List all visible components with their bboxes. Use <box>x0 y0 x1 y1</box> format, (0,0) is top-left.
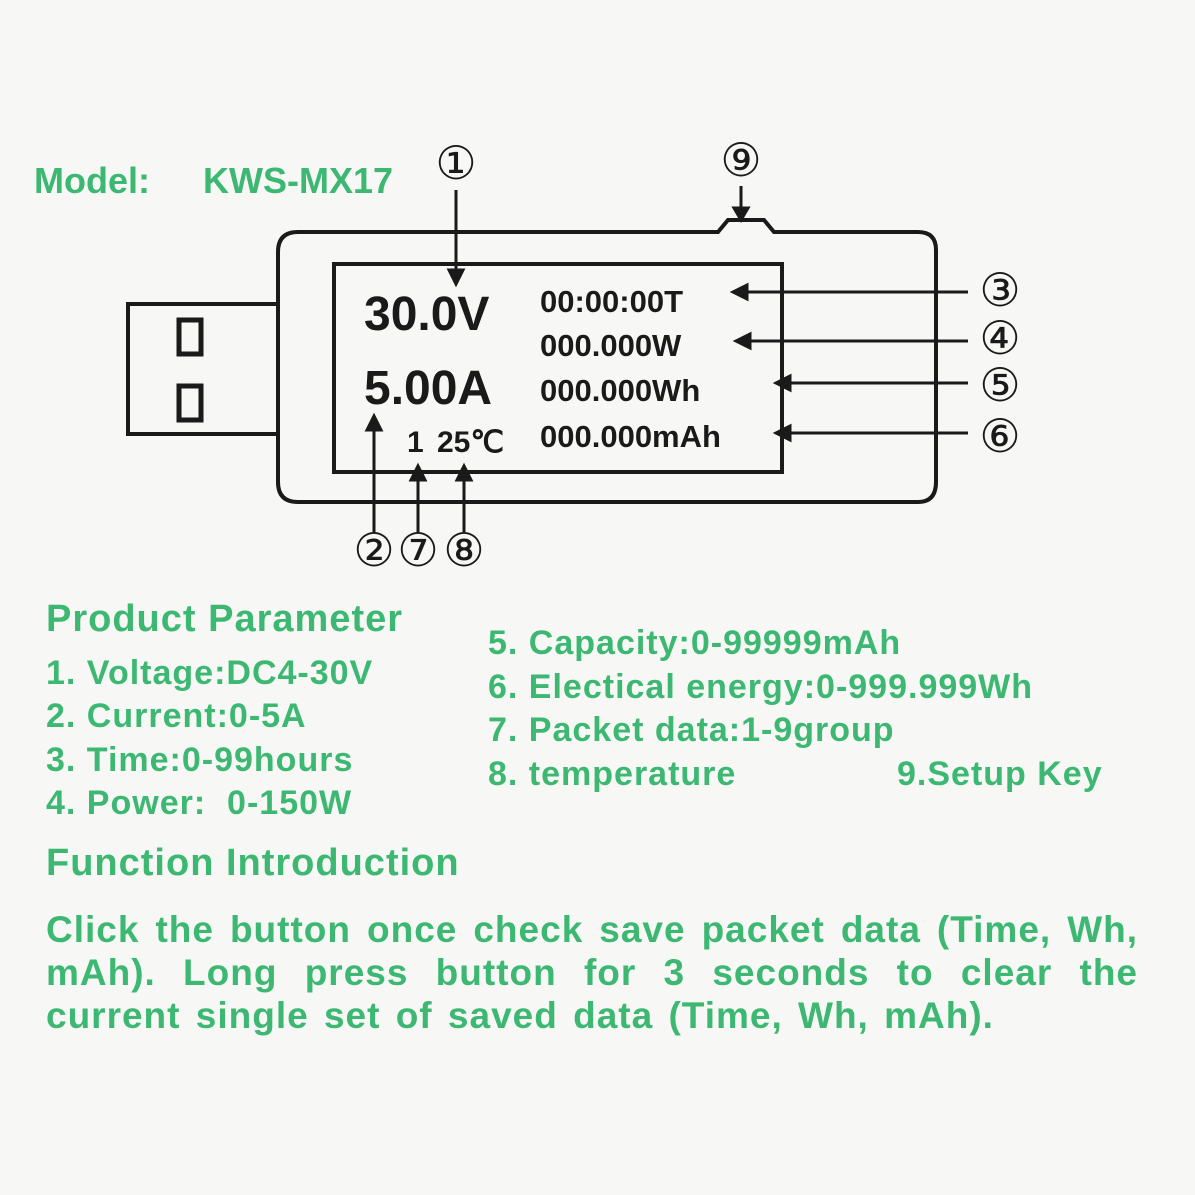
callout-3: ③ <box>979 263 1020 317</box>
param-setup-key: 9.Setup Key <box>897 755 1103 793</box>
device-body <box>276 218 938 504</box>
callout-1: ① <box>435 136 476 190</box>
param-packet-data: 7. Packet data:1-9group <box>488 711 895 749</box>
usb-plug <box>126 302 280 436</box>
param-temperature: 8. temperature <box>488 755 737 793</box>
time-reading: 00:00:00T <box>540 284 683 319</box>
callout-6: ⑥ <box>979 409 1020 463</box>
callout-8: ⑧ <box>443 523 484 577</box>
params-heading: Product Parameter <box>46 598 404 640</box>
callout-5: ⑤ <box>979 358 1020 412</box>
param-current: 2. Current:0-5A <box>46 697 307 735</box>
param-time: 3. Time:0-99hours <box>46 741 354 779</box>
callout-2: ② <box>353 523 394 577</box>
param-voltage: 1. Voltage:DC4-30V <box>46 654 374 692</box>
current-reading: 5.00A <box>364 362 492 415</box>
group-reading: 1 <box>407 426 424 459</box>
param-capacity: 5. Capacity:0-99999mAh <box>488 624 902 662</box>
energy-reading: 000.000Wh <box>540 373 700 408</box>
param-power: 4. Power: 0-150W <box>46 784 353 822</box>
callout-7: ⑦ <box>397 523 438 577</box>
function-heading: Function Introduction <box>46 842 460 884</box>
temperature-reading: 25℃ <box>437 426 504 459</box>
voltage-reading: 30.0V <box>364 288 489 341</box>
param-energy: 6. Electical energy:0-999.999Wh <box>488 668 1034 706</box>
lcd-screen <box>332 262 784 474</box>
power-reading: 000.000W <box>540 328 682 363</box>
capacity-reading: 000.000mAh <box>540 419 721 454</box>
function-description: Click the button once check save packet … <box>46 909 1138 1036</box>
callout-4: ④ <box>979 311 1020 365</box>
model-value: KWS-MX17 <box>203 160 394 201</box>
model-label: Model: <box>34 160 150 201</box>
callout-9: ⑨ <box>720 133 761 187</box>
